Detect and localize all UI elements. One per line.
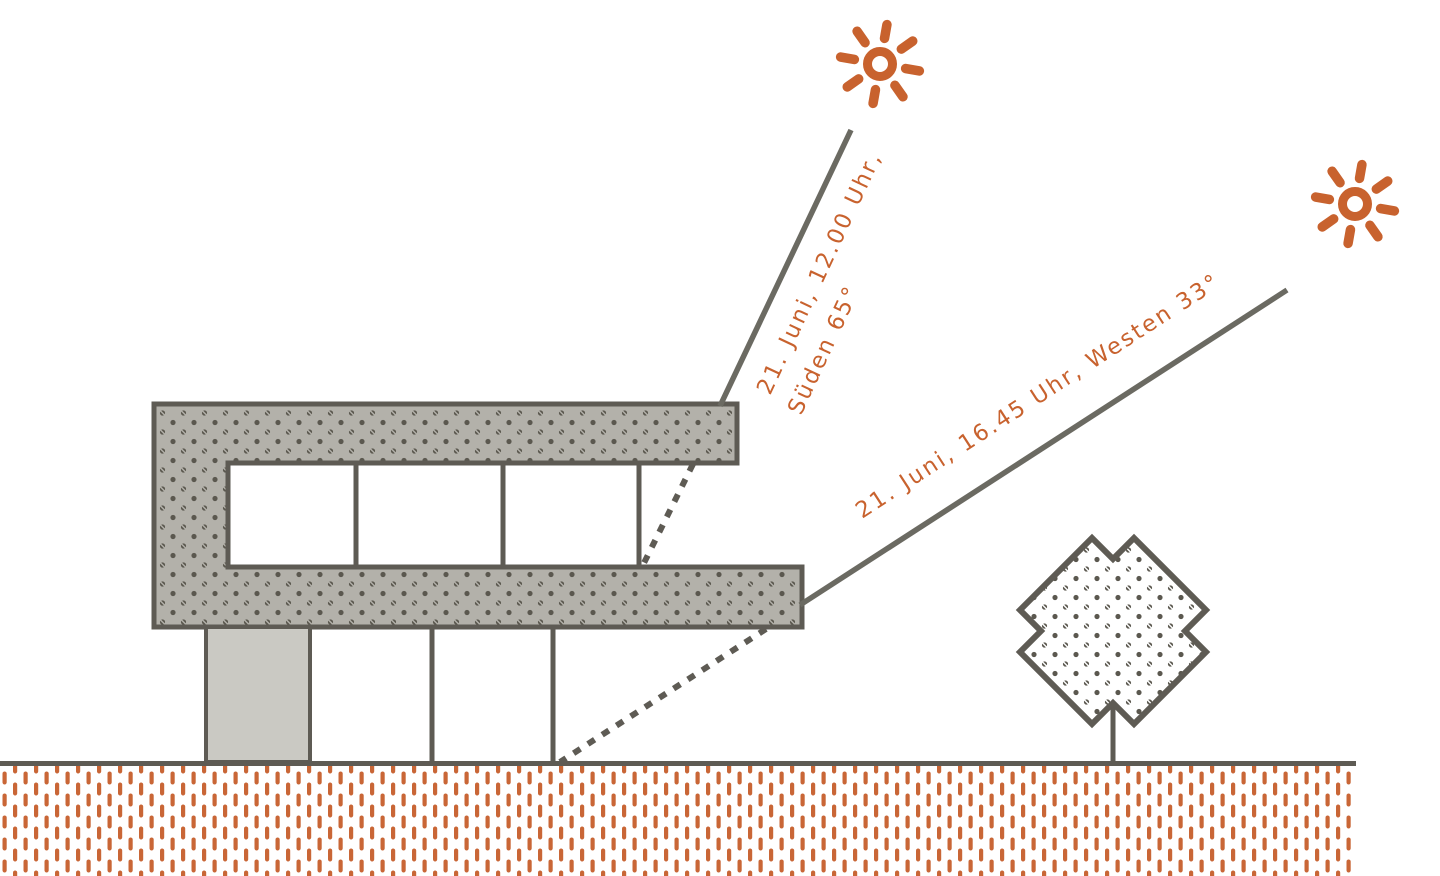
tree-canopy [1015,533,1211,729]
afternoon-sun-ray-shadow-dashed [558,626,768,765]
ground-hatch [0,766,1356,876]
sun-rays [558,128,1289,765]
house-concrete-shell [151,401,805,630]
tree [1015,533,1211,762]
noon-sun-ray [717,128,854,408]
house [151,401,805,764]
afternoon-sun-ray [798,287,1289,608]
ground-floor-column [204,625,312,764]
noon-sun-ray-shadow-dashed [639,462,696,569]
ground [0,761,1356,876]
